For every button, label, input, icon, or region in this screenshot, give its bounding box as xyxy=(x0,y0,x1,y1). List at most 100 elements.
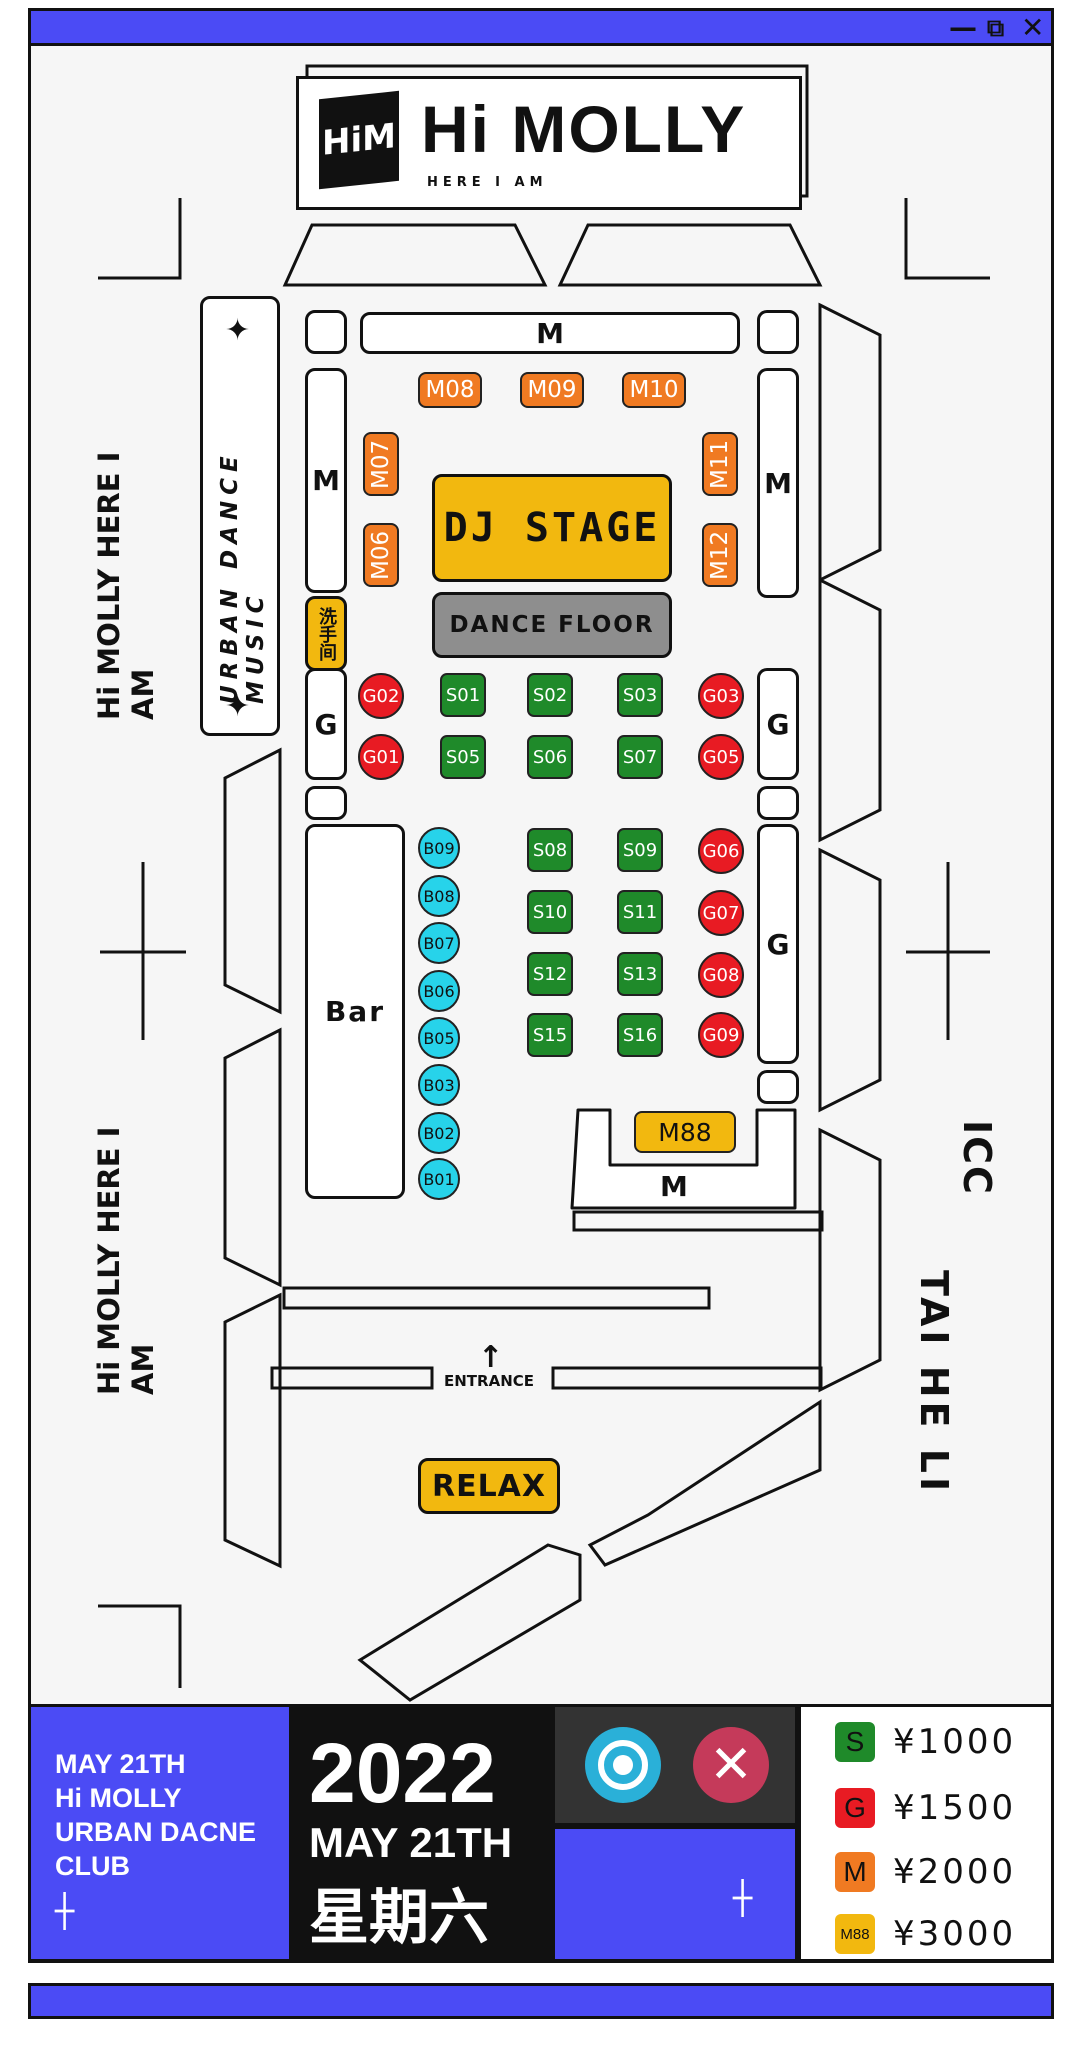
entrance-arrow-icon: ↑ xyxy=(478,1340,504,1375)
restore-icon[interactable]: ⧉ xyxy=(987,14,1005,42)
table-b06[interactable]: B06 xyxy=(418,970,460,1012)
table-s02[interactable]: S02 xyxy=(527,673,573,717)
table-m10[interactable]: M10 xyxy=(622,372,686,408)
table-b02[interactable]: B02 xyxy=(418,1112,460,1154)
table-g05[interactable]: G05 xyxy=(698,734,744,780)
price-value: ¥3000 xyxy=(893,1914,1017,1954)
table-g01[interactable]: G01 xyxy=(358,734,404,780)
logo-box: HiM Hi MOLLY HERE I AM xyxy=(296,76,802,210)
info-line: MAY 21TH xyxy=(55,1749,186,1779)
entrance-label[interactable]: ENTRANCE xyxy=(444,1372,534,1390)
sparkle-icon: ✦ xyxy=(225,689,251,724)
table-s13[interactable]: S13 xyxy=(617,952,663,996)
info-line: URBAN DACNE xyxy=(55,1817,256,1847)
price-row-g: G ¥1500 xyxy=(835,1788,1016,1828)
price-swatch: S xyxy=(835,1722,875,1762)
bottom-bar xyxy=(28,1983,1054,2019)
table-g06[interactable]: G06 xyxy=(698,828,744,874)
footer-info-panel: MAY 21TH Hi MOLLY URBAN DACNE CLUB ┼ xyxy=(28,1704,292,1962)
table-g08[interactable]: G08 xyxy=(698,952,744,998)
table-b05[interactable]: B05 xyxy=(418,1017,460,1059)
table-m11[interactable]: M11 xyxy=(702,432,738,496)
price-value: ¥1500 xyxy=(893,1788,1017,1828)
footer-icons-panel: ✕ xyxy=(552,1704,798,1826)
table-s10[interactable]: S10 xyxy=(527,890,573,934)
logo-tagline: HERE I AM xyxy=(427,175,548,190)
footer-date-panel: 2022 MAY 21TH 星期六 xyxy=(292,1704,552,1962)
right-text-taiheli: TAI HE LI xyxy=(912,1270,956,1496)
price-swatch: M xyxy=(835,1852,875,1892)
table-g02[interactable]: G02 xyxy=(358,673,404,719)
price-swatch: M88 xyxy=(835,1914,875,1954)
table-b03[interactable]: B03 xyxy=(418,1064,460,1106)
price-value: ¥1000 xyxy=(893,1722,1017,1762)
table-m09[interactable]: M09 xyxy=(520,372,584,408)
m-section-left[interactable]: M xyxy=(305,368,347,593)
restroom[interactable]: 洗手间 xyxy=(305,596,347,671)
table-s06[interactable]: S06 xyxy=(527,735,573,779)
table-s01[interactable]: S01 xyxy=(440,673,486,717)
table-s05[interactable]: S05 xyxy=(440,735,486,779)
table-s15[interactable]: S15 xyxy=(527,1013,573,1057)
dance-floor[interactable]: DANCE FLOOR xyxy=(432,592,672,658)
pillar xyxy=(757,310,799,354)
table-m06[interactable]: M06 xyxy=(363,523,399,587)
footer-accent-panel: ┼ xyxy=(552,1826,798,1962)
pillar xyxy=(305,310,347,354)
crosshair-icon: ┼ xyxy=(55,1892,75,1930)
price-value: ¥2000 xyxy=(893,1852,1017,1892)
table-g09[interactable]: G09 xyxy=(698,1012,744,1058)
pillar xyxy=(757,1070,799,1104)
year-text: 2022 xyxy=(309,1726,496,1820)
side-text-upper: Hi MOLLY HERE I AM xyxy=(92,451,160,720)
minimize-icon[interactable]: — xyxy=(949,11,977,44)
relax-zone[interactable]: RELAX xyxy=(418,1458,560,1514)
date-text: MAY 21TH xyxy=(309,1819,513,1866)
table-m07[interactable]: M07 xyxy=(363,432,399,496)
table-b09[interactable]: B09 xyxy=(418,827,460,869)
sparkle-icon: ✦ xyxy=(225,313,251,348)
price-row-s: S ¥1000 xyxy=(835,1722,1016,1762)
weekday-text: 星期六 xyxy=(309,1883,489,1953)
logo-mark: HiM xyxy=(319,90,399,190)
table-b08[interactable]: B08 xyxy=(418,875,460,917)
m-section-bottom[interactable]: M xyxy=(660,1170,688,1203)
close-icon[interactable]: ✕ xyxy=(1021,11,1045,44)
table-g07[interactable]: G07 xyxy=(698,890,744,936)
price-row-m: M ¥2000 xyxy=(835,1852,1016,1892)
info-line: Hi MOLLY xyxy=(55,1783,182,1813)
right-text-icc: ICC xyxy=(955,1120,999,1196)
table-g03[interactable]: G03 xyxy=(698,673,744,719)
pillar xyxy=(757,786,799,820)
g-section-right-top[interactable]: G xyxy=(757,668,799,780)
window-titlebar: — ⧉ ✕ xyxy=(28,8,1054,46)
table-b01[interactable]: B01 xyxy=(418,1158,460,1200)
table-s12[interactable]: S12 xyxy=(527,952,573,996)
m-section-right[interactable]: M xyxy=(757,368,799,598)
price-swatch: G xyxy=(835,1788,875,1828)
table-s16[interactable]: S16 xyxy=(617,1013,663,1057)
g-section-right[interactable]: G xyxy=(757,824,799,1064)
table-m88[interactable]: M88 xyxy=(634,1111,736,1153)
pillar xyxy=(305,786,347,820)
table-s09[interactable]: S09 xyxy=(617,828,663,872)
target-icon xyxy=(585,1727,661,1803)
table-s08[interactable]: S08 xyxy=(527,828,573,872)
table-b07[interactable]: B07 xyxy=(418,922,460,964)
table-s11[interactable]: S11 xyxy=(617,890,663,934)
banner-text: URBAN DANCE MUSIC xyxy=(217,450,269,704)
logo-name: Hi MOLLY xyxy=(421,92,747,166)
side-text-lower: Hi MOLLY HERE I AM xyxy=(92,1126,160,1395)
banner-box: URBAN DANCE MUSIC ✦ ✦ xyxy=(200,296,280,736)
table-s07[interactable]: S07 xyxy=(617,735,663,779)
floorplan-outlines xyxy=(98,64,990,1702)
price-row-m88: M88 ¥3000 xyxy=(835,1914,1016,1954)
dj-stage[interactable]: DJ STAGE xyxy=(432,474,672,582)
cross-icon: ✕ xyxy=(693,1727,769,1803)
table-m08[interactable]: M08 xyxy=(418,372,482,408)
m-section-top[interactable]: M xyxy=(360,312,740,354)
bar-area[interactable]: Bar xyxy=(305,824,405,1199)
g-section-left[interactable]: G xyxy=(305,668,347,780)
table-m12[interactable]: M12 xyxy=(702,523,738,587)
table-s03[interactable]: S03 xyxy=(617,673,663,717)
